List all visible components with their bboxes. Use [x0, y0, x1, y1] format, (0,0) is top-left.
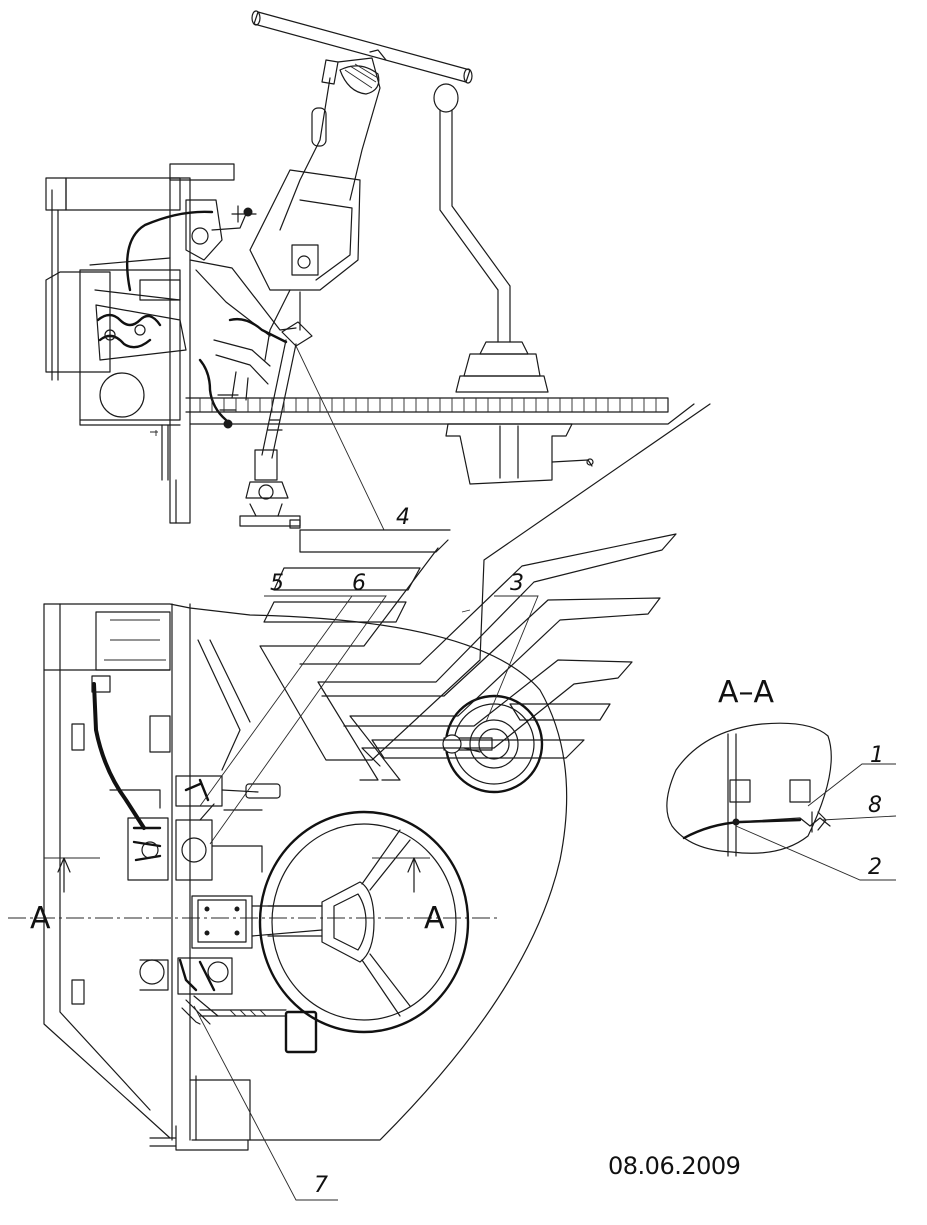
side-elevation-view: [45, 10, 695, 531]
leader-2: [735, 825, 896, 881]
date-stamp: 08.06.2009: [608, 1152, 740, 1180]
section-title: A–A: [718, 675, 775, 710]
floor-plate: [185, 397, 695, 425]
section-marker-right: A: [424, 901, 445, 936]
callout-1: 1: [870, 743, 884, 768]
gear-lever: [433, 83, 594, 485]
section-marker-left: A: [30, 901, 51, 936]
leader-3: [485, 595, 539, 723]
steering-column: [249, 57, 381, 361]
callout-3: 3: [510, 571, 524, 596]
steering-wheel-plan: [258, 810, 470, 1034]
leader-4: [295, 345, 428, 531]
pedal-upper: [109, 775, 281, 881]
leader-6: [209, 595, 387, 845]
gear-lever-plan: [442, 694, 544, 794]
cab-outline: [43, 603, 568, 1141]
plan-view: [8, 403, 711, 1201]
pedal-lower: [139, 957, 318, 1054]
steering-console: [191, 895, 323, 949]
callout-7: 7: [314, 1173, 328, 1198]
section-arrow-left: [57, 857, 71, 893]
steering-wheel-side: [251, 10, 473, 84]
pedal-rod: [239, 321, 313, 529]
section-arrow-right: [407, 857, 421, 893]
leader-8: [821, 815, 897, 821]
pedal-mechanism: [89, 199, 297, 429]
dash-panel: [45, 163, 235, 524]
callout-8: 8: [868, 793, 882, 818]
callout-4: 4: [396, 505, 410, 530]
section-detail: [666, 722, 897, 881]
floor-chevrons: [259, 403, 711, 781]
callout-5: 5: [270, 571, 284, 596]
leader-7: [193, 1005, 338, 1201]
callout-6: 6: [352, 571, 366, 596]
leader-1: [807, 763, 896, 807]
callout-2: 2: [868, 855, 882, 880]
